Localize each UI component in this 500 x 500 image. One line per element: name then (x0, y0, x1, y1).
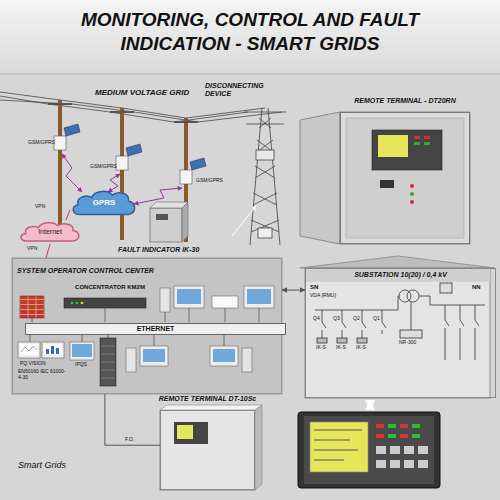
text-label: NN (472, 284, 481, 291)
text-label: FAULT INDICATOR IK-30 (118, 246, 199, 254)
node-label: GPRS (70, 198, 138, 207)
text-label: IK-S (336, 345, 346, 351)
dt10sc-cabinet (160, 405, 262, 490)
substation-schematic (315, 283, 485, 360)
text-label: IPQS (75, 362, 87, 368)
node-label: REMOTE TERMINAL DT-10Sc (159, 395, 257, 403)
text-label: EN50160 IEC 61000-4-30 (18, 369, 66, 381)
connector (105, 394, 160, 445)
text-label: IK-S (316, 345, 326, 351)
text-label: Q2 (353, 316, 360, 322)
box-node: REMOTE TERMINAL - DT20RN (340, 112, 470, 244)
text-label: GSM/GPRS (90, 164, 117, 170)
cloud-node: GPRS (70, 188, 138, 218)
gsm-modules (54, 124, 206, 184)
node-label: CONCENTRATOR KM2M (61, 283, 159, 292)
node-label: REMOTE TERMINAL - DT20RN (354, 97, 455, 105)
node-label: Internet (18, 228, 82, 236)
text-label: IK-S (356, 345, 366, 351)
text-label: Q1 (373, 316, 380, 322)
node-label: ETHERNET (26, 325, 285, 333)
box-node: REMOTE TERMINAL DT-10Sc (160, 410, 255, 490)
text-label: PQ VISION (20, 361, 46, 367)
cross-arms (48, 104, 198, 122)
text-label: GSM/GPRS (196, 178, 223, 184)
cloud-node: Internet (18, 220, 82, 244)
command-link (232, 206, 256, 236)
node-label: SUBSTATION 10(20) / 0,4 kV (306, 269, 495, 281)
edge-label: VPN (34, 204, 46, 210)
text-label: Q4 (313, 316, 320, 322)
connector (46, 244, 50, 258)
box-node: SUBSTATION 10(20) / 0,4 kV (305, 268, 496, 398)
poles (60, 100, 186, 242)
text-label: SN (310, 284, 318, 291)
text-label: NR-300 (399, 340, 416, 346)
control-center-devices (18, 286, 274, 386)
connector (66, 210, 70, 220)
tower (244, 108, 286, 245)
edge-label: F.O. (124, 437, 135, 443)
text-label: MEDIUM VOLTAGE GRID (95, 88, 189, 97)
text-label: GSM/GPRS (28, 140, 55, 146)
substation-building (300, 256, 495, 398)
edge-label: VPN (26, 246, 38, 252)
text-label: VDA (RMU) (310, 293, 336, 299)
diagram-title: MONITORING, CONTROL AND FAULT INDICATION… (30, 8, 470, 56)
node-label: SYSTEM OPERATOR CONTROL CENTER (13, 263, 158, 279)
box-node: CONCENTRATOR KM2M (61, 283, 159, 313)
dt20rn-cabinet (300, 112, 470, 244)
connector (282, 290, 305, 291)
text-label: DISCONNECTING DEVICE (205, 82, 277, 98)
dt10sc-display (298, 412, 440, 488)
substation-terminal-link (370, 401, 371, 409)
box-node: ETHERNET (25, 323, 286, 335)
text-label: Q3 (333, 316, 340, 322)
caption: Smart Grids (18, 460, 66, 470)
fault-indicator-cabinet (150, 202, 188, 242)
